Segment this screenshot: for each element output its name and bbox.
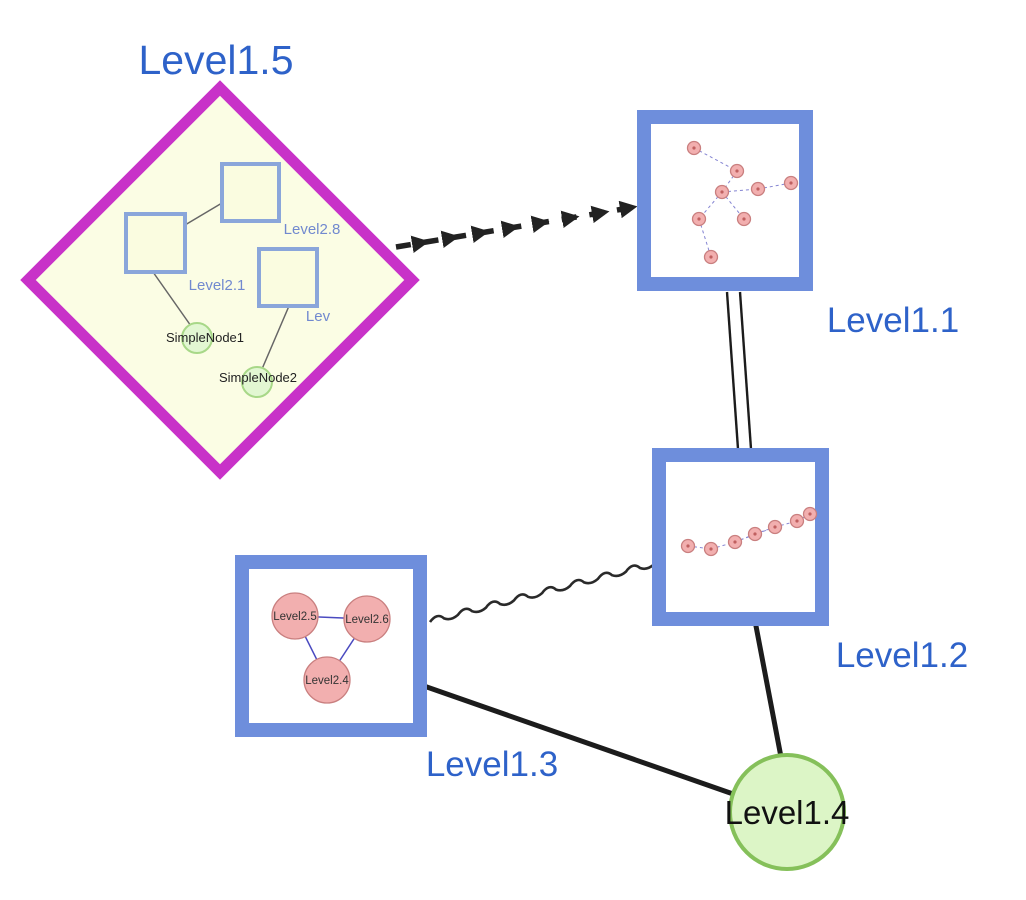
mini-node-dot bbox=[735, 169, 739, 173]
label-level1-1: Level1.1 bbox=[827, 301, 959, 340]
node-simplenode2[interactable] bbox=[241, 366, 273, 398]
node-level2-4[interactable] bbox=[303, 656, 351, 704]
mini-node-dot bbox=[697, 217, 701, 221]
label-level2-8: Level2.8 bbox=[284, 221, 341, 238]
edge-level21-level28[interactable] bbox=[184, 202, 223, 226]
label-level1-2: Level1.2 bbox=[836, 636, 968, 675]
mini-node-dot bbox=[733, 540, 737, 544]
label-level1-3: Level1.3 bbox=[426, 745, 558, 784]
mini-node-dot bbox=[808, 512, 812, 516]
node-level2-8[interactable] bbox=[220, 162, 281, 223]
mini-node-dot bbox=[686, 544, 690, 548]
mini-node-dot bbox=[720, 190, 724, 194]
node-level2-1[interactable] bbox=[124, 212, 187, 274]
node-level2-6[interactable] bbox=[343, 595, 391, 643]
label-level2-5: Level2.5 bbox=[273, 611, 316, 623]
label-simplenode2: SimpleNode2 bbox=[219, 370, 297, 385]
edge-level13-to-level12-wavy[interactable] bbox=[428, 563, 655, 623]
mini-node-dot bbox=[753, 532, 757, 536]
label-level2-lev: Lev bbox=[306, 308, 331, 325]
mini-node-dot bbox=[709, 255, 713, 259]
edge-level11-to-level12-double[interactable] bbox=[725, 291, 753, 450]
level1-3-frame[interactable] bbox=[235, 555, 427, 737]
mini-node-dot bbox=[773, 525, 777, 529]
double-line-right bbox=[738, 291, 753, 450]
mini-edge bbox=[693, 147, 738, 172]
node-level2-lev[interactable] bbox=[257, 247, 319, 308]
edge-level12-to-level14[interactable] bbox=[753, 623, 784, 760]
node-level1-3-group[interactable]: Level2.5 Level2.6 Level2.4 bbox=[235, 555, 427, 737]
level1-1-frame[interactable] bbox=[637, 110, 813, 291]
node-level1-2-group[interactable] bbox=[652, 448, 829, 626]
node-simplenode1[interactable] bbox=[181, 322, 213, 354]
label-level1-5: Level1.5 bbox=[138, 37, 293, 83]
edge-lev-simplenode2[interactable] bbox=[261, 305, 290, 370]
edge-level21-simplenode1[interactable] bbox=[152, 271, 192, 327]
level1-2-inner-graph bbox=[680, 506, 818, 557]
edge-level13-to-level14[interactable] bbox=[421, 683, 739, 798]
mini-node-dot bbox=[742, 217, 746, 221]
diamond-shape[interactable] bbox=[20, 80, 420, 480]
label-level2-6: Level2.6 bbox=[345, 614, 388, 626]
mini-node-dot bbox=[692, 146, 696, 150]
mini-edge bbox=[721, 170, 738, 193]
level1-4-circle[interactable] bbox=[728, 753, 846, 871]
level1-2-frame[interactable] bbox=[652, 448, 829, 626]
mini-node-dot bbox=[756, 187, 760, 191]
mini-node-dot bbox=[795, 519, 799, 523]
node-level1-5-group[interactable]: Level2.8 Level2.1 Lev SimpleNode1 Simple… bbox=[20, 80, 420, 480]
double-line-left bbox=[725, 291, 740, 450]
label-level1-4: Level1.4 bbox=[725, 794, 850, 831]
label-simplenode1: SimpleNode1 bbox=[166, 330, 244, 345]
label-level2-1: Level2.1 bbox=[189, 277, 246, 294]
node-level2-5[interactable] bbox=[271, 592, 319, 640]
node-level1-1-group[interactable] bbox=[637, 110, 813, 291]
mini-node-dot bbox=[789, 181, 793, 185]
mini-node-dot bbox=[709, 547, 713, 551]
node-level1-4[interactable]: Level1.4 bbox=[725, 753, 850, 871]
level1-1-inner-graph bbox=[686, 140, 799, 265]
edge-level15-to-level11[interactable] bbox=[395, 200, 638, 253]
label-level2-4: Level2.4 bbox=[305, 675, 349, 687]
